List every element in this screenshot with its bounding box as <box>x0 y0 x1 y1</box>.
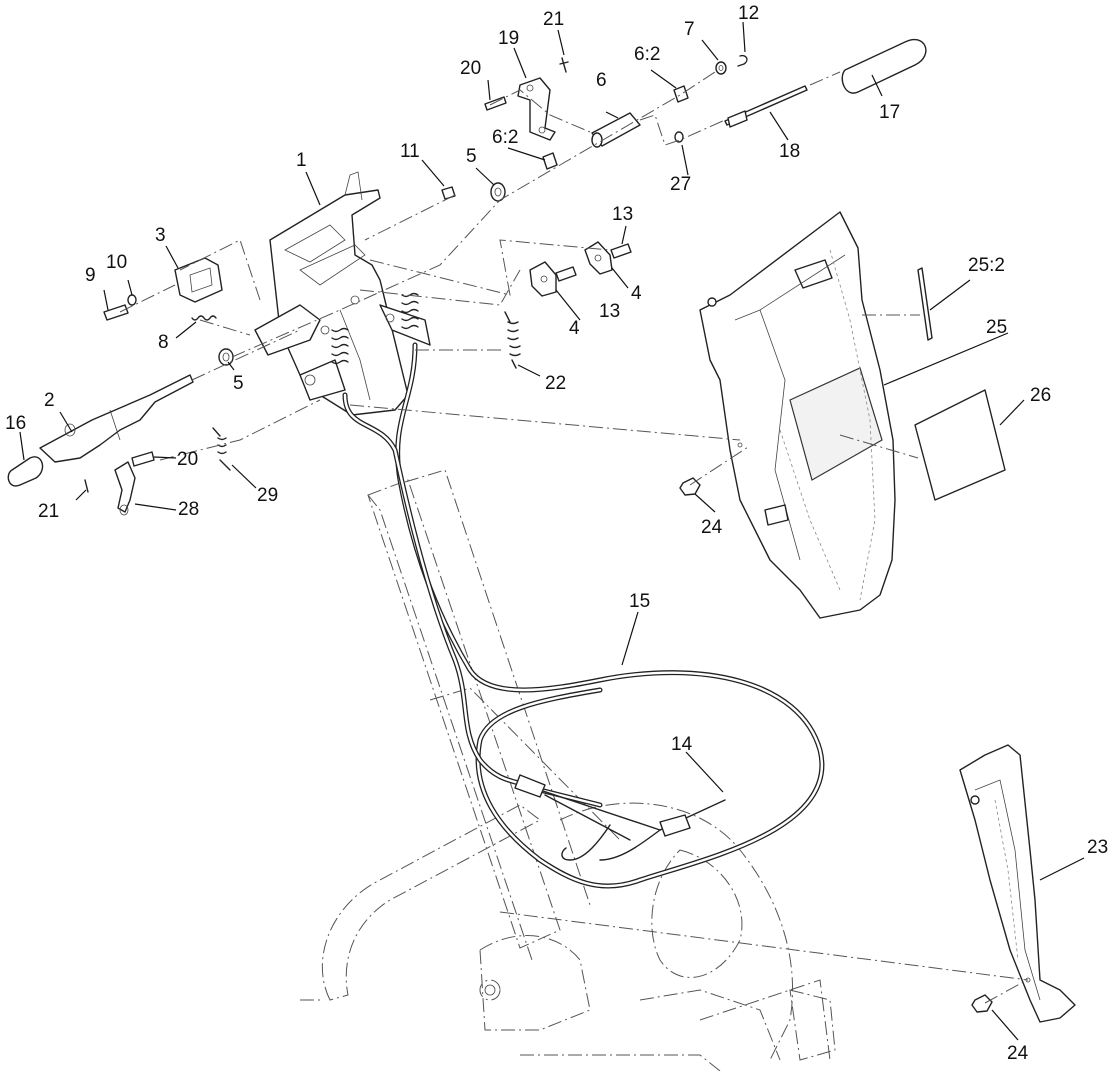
callout-18: 18 <box>779 141 800 162</box>
spring-29 <box>212 427 231 471</box>
bushing-5-lower <box>218 348 234 366</box>
callout-10: 10 <box>106 252 127 273</box>
pin-20-lower <box>131 451 155 467</box>
bracket-3 <box>174 257 223 303</box>
callout-27: 27 <box>670 174 691 195</box>
clip-21-lower <box>84 479 89 493</box>
callout-16: 16 <box>5 413 26 434</box>
callout-24-upper: 24 <box>701 517 723 538</box>
callout-9: 9 <box>85 265 96 286</box>
callout-6-2-lower: 6:2 <box>492 127 518 148</box>
callout-20-lower: 20 <box>177 449 198 470</box>
callout-4-upper: 4 <box>631 283 642 304</box>
callout-24-lower: 24 <box>1007 1043 1029 1064</box>
knob-17 <box>841 39 927 94</box>
linkage-19 <box>517 77 556 141</box>
callout-22: 22 <box>545 373 566 394</box>
callout-12: 12 <box>738 3 759 24</box>
frame-phantom <box>300 469 836 1071</box>
spring-8 <box>191 315 217 321</box>
decal-26 <box>914 389 1006 501</box>
callout-29: 29 <box>257 485 278 506</box>
callout-25-2: 25:2 <box>968 255 1005 276</box>
callout-2: 2 <box>44 390 55 411</box>
cover-25 <box>699 211 896 619</box>
arm-28 <box>114 461 136 516</box>
cover-23 <box>959 744 1076 1023</box>
callout-6: 6 <box>596 70 607 91</box>
callout-14: 14 <box>671 734 693 755</box>
clip-27 <box>674 131 684 143</box>
bolt-13-lower <box>555 266 577 282</box>
alignment-lines <box>119 71 1029 1004</box>
callout-19: 19 <box>498 28 519 49</box>
callout-7: 7 <box>684 19 695 40</box>
clamp-4-lower <box>529 261 557 297</box>
bolt-13-upper <box>610 243 632 259</box>
callout-28: 28 <box>178 499 199 520</box>
callout-23: 23 <box>1087 837 1108 858</box>
leader-lines <box>19 21 1085 1041</box>
bushings-6-2 <box>542 85 689 170</box>
cable-14 <box>342 392 726 861</box>
callout-26: 26 <box>1030 385 1051 406</box>
clamp-4-upper <box>584 241 613 275</box>
callout-13-lower: 13 <box>599 301 620 322</box>
callout-labels: 1 2 3 4 4 5 5 6 6:2 6:2 7 8 9 10 11 12 1… <box>5 3 1108 1064</box>
washer-10 <box>127 294 137 306</box>
callout-6-2-upper: 6:2 <box>634 44 660 65</box>
rod-18 <box>724 85 808 128</box>
clip-12 <box>737 54 748 67</box>
nut-24-lower <box>971 994 993 1013</box>
callout-3: 3 <box>155 225 166 246</box>
callout-15: 15 <box>629 591 650 612</box>
callout-13-upper: 13 <box>612 204 633 225</box>
knob-16 <box>7 456 44 487</box>
lever-2 <box>39 374 194 463</box>
callout-1: 1 <box>296 150 307 171</box>
callout-8: 8 <box>158 332 169 353</box>
callout-5-lower: 5 <box>233 373 244 394</box>
callout-21-lower: 21 <box>38 501 59 522</box>
callout-25: 25 <box>986 317 1007 338</box>
tube-6 <box>591 112 641 148</box>
nut-11 <box>441 186 456 200</box>
control-bracket <box>254 171 431 416</box>
callout-20-upper: 20 <box>460 58 481 79</box>
callout-5-upper: 5 <box>466 146 477 167</box>
callout-17: 17 <box>879 102 900 123</box>
spring-22 <box>504 311 521 369</box>
pin-20-upper <box>484 96 507 111</box>
decal-25-2 <box>917 267 933 341</box>
bolt-9 <box>103 304 129 321</box>
callout-4-lower: 4 <box>569 318 580 339</box>
callout-11: 11 <box>400 141 420 162</box>
washer-7 <box>715 61 727 75</box>
bushing-5-upper <box>490 182 506 202</box>
cotter-21-upper <box>559 57 569 73</box>
callout-21-upper: 21 <box>543 9 564 30</box>
